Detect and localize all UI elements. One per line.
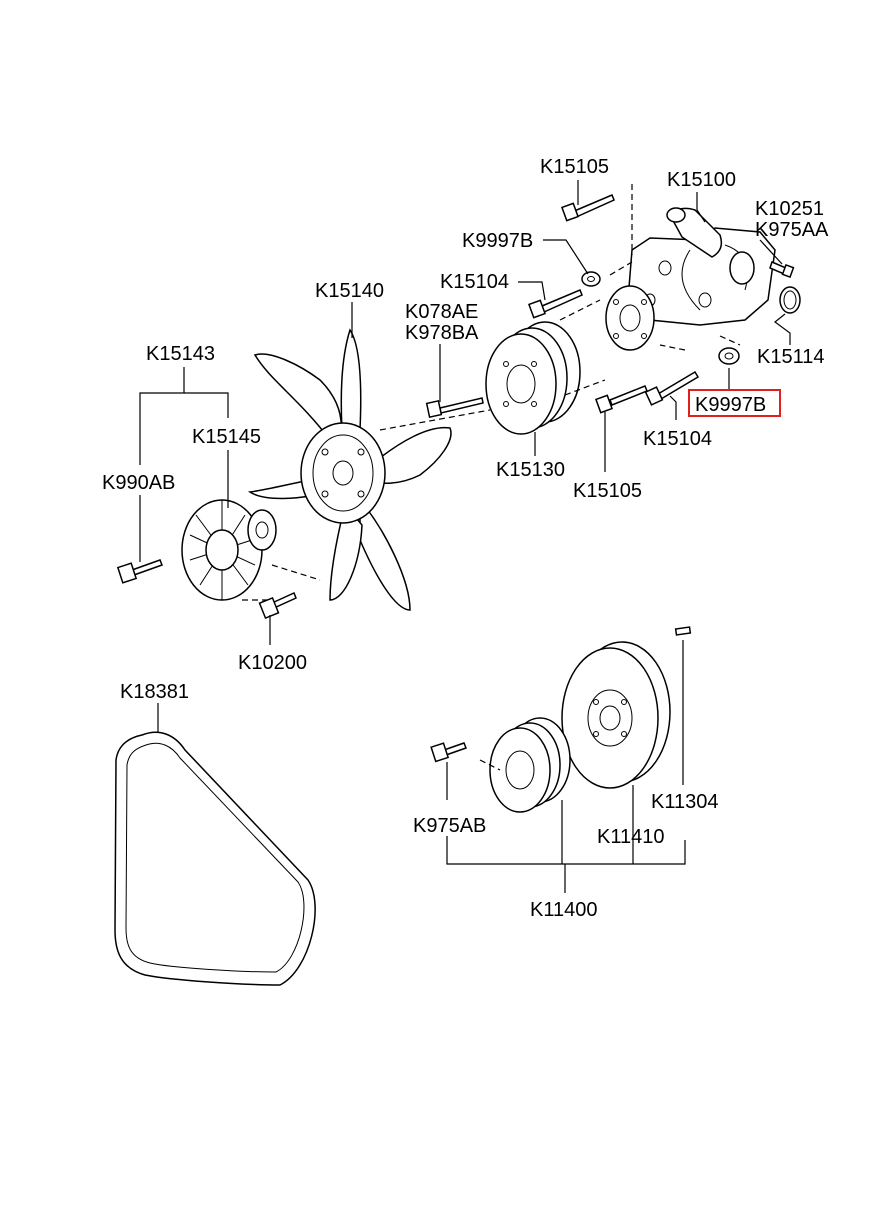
label-k15105-bottom[interactable]: K15105 bbox=[573, 480, 642, 502]
bolt-k10200 bbox=[258, 591, 297, 620]
bolt-k975ab bbox=[430, 742, 467, 763]
water-pump-housing bbox=[605, 207, 776, 351]
label-k15105-top[interactable]: K15105 bbox=[540, 156, 609, 178]
label-k11400[interactable]: K11400 bbox=[530, 899, 597, 921]
bolt-k15105-top bbox=[561, 194, 615, 222]
label-k15114[interactable]: K15114 bbox=[757, 346, 824, 368]
bolt-k10251 bbox=[769, 260, 795, 279]
label-k990ab[interactable]: K990AB bbox=[102, 472, 175, 494]
label-k975ab[interactable]: K975AB bbox=[413, 815, 486, 837]
label-k978ba[interactable]: K978BA bbox=[405, 322, 479, 344]
nut-k9997b-right bbox=[718, 347, 740, 365]
washer-k9997b-top bbox=[581, 271, 601, 287]
bolt-k15104-top bbox=[528, 289, 583, 319]
label-k078ae[interactable]: K078AE bbox=[405, 301, 478, 323]
bolt-k990ab bbox=[116, 559, 163, 584]
label-k15130[interactable]: K15130 bbox=[496, 459, 565, 481]
label-k15100[interactable]: K15100 bbox=[667, 169, 736, 191]
bolt-k15104-bottom bbox=[644, 370, 700, 406]
label-k11410[interactable]: K11410 bbox=[597, 826, 664, 848]
label-k15143[interactable]: K15143 bbox=[146, 343, 215, 365]
damper-k11410 bbox=[561, 641, 671, 789]
label-k15104-bottom[interactable]: K15104 bbox=[643, 428, 712, 450]
bolt-k15105-bottom bbox=[595, 385, 648, 414]
highlight-box bbox=[688, 389, 781, 417]
label-k975aa[interactable]: K975AA bbox=[755, 219, 829, 241]
gasket-k15114 bbox=[779, 286, 801, 314]
label-k10200[interactable]: K10200 bbox=[238, 652, 307, 674]
label-k10251[interactable]: K10251 bbox=[755, 198, 824, 220]
fan-k15140 bbox=[247, 328, 452, 611]
label-k11304[interactable]: K11304 bbox=[651, 791, 718, 813]
label-k9997b-highlight[interactable]: K9997B bbox=[695, 394, 766, 416]
leader-lines bbox=[139, 180, 791, 893]
label-k15140[interactable]: K15140 bbox=[315, 280, 384, 302]
pulley-k15130 bbox=[485, 321, 581, 435]
bolt-k078ae bbox=[425, 397, 484, 418]
fan-clutch-k15145 bbox=[181, 499, 277, 601]
label-k15145[interactable]: K15145 bbox=[192, 426, 261, 448]
v-belt-k18381 bbox=[114, 731, 316, 986]
crank-pulley-k11400 bbox=[489, 717, 571, 813]
label-k9997b-top[interactable]: K9997B bbox=[462, 230, 533, 252]
pin-k11304 bbox=[674, 626, 692, 636]
label-k18381[interactable]: K18381 bbox=[120, 681, 189, 703]
label-k15104-top[interactable]: K15104 bbox=[440, 271, 509, 293]
